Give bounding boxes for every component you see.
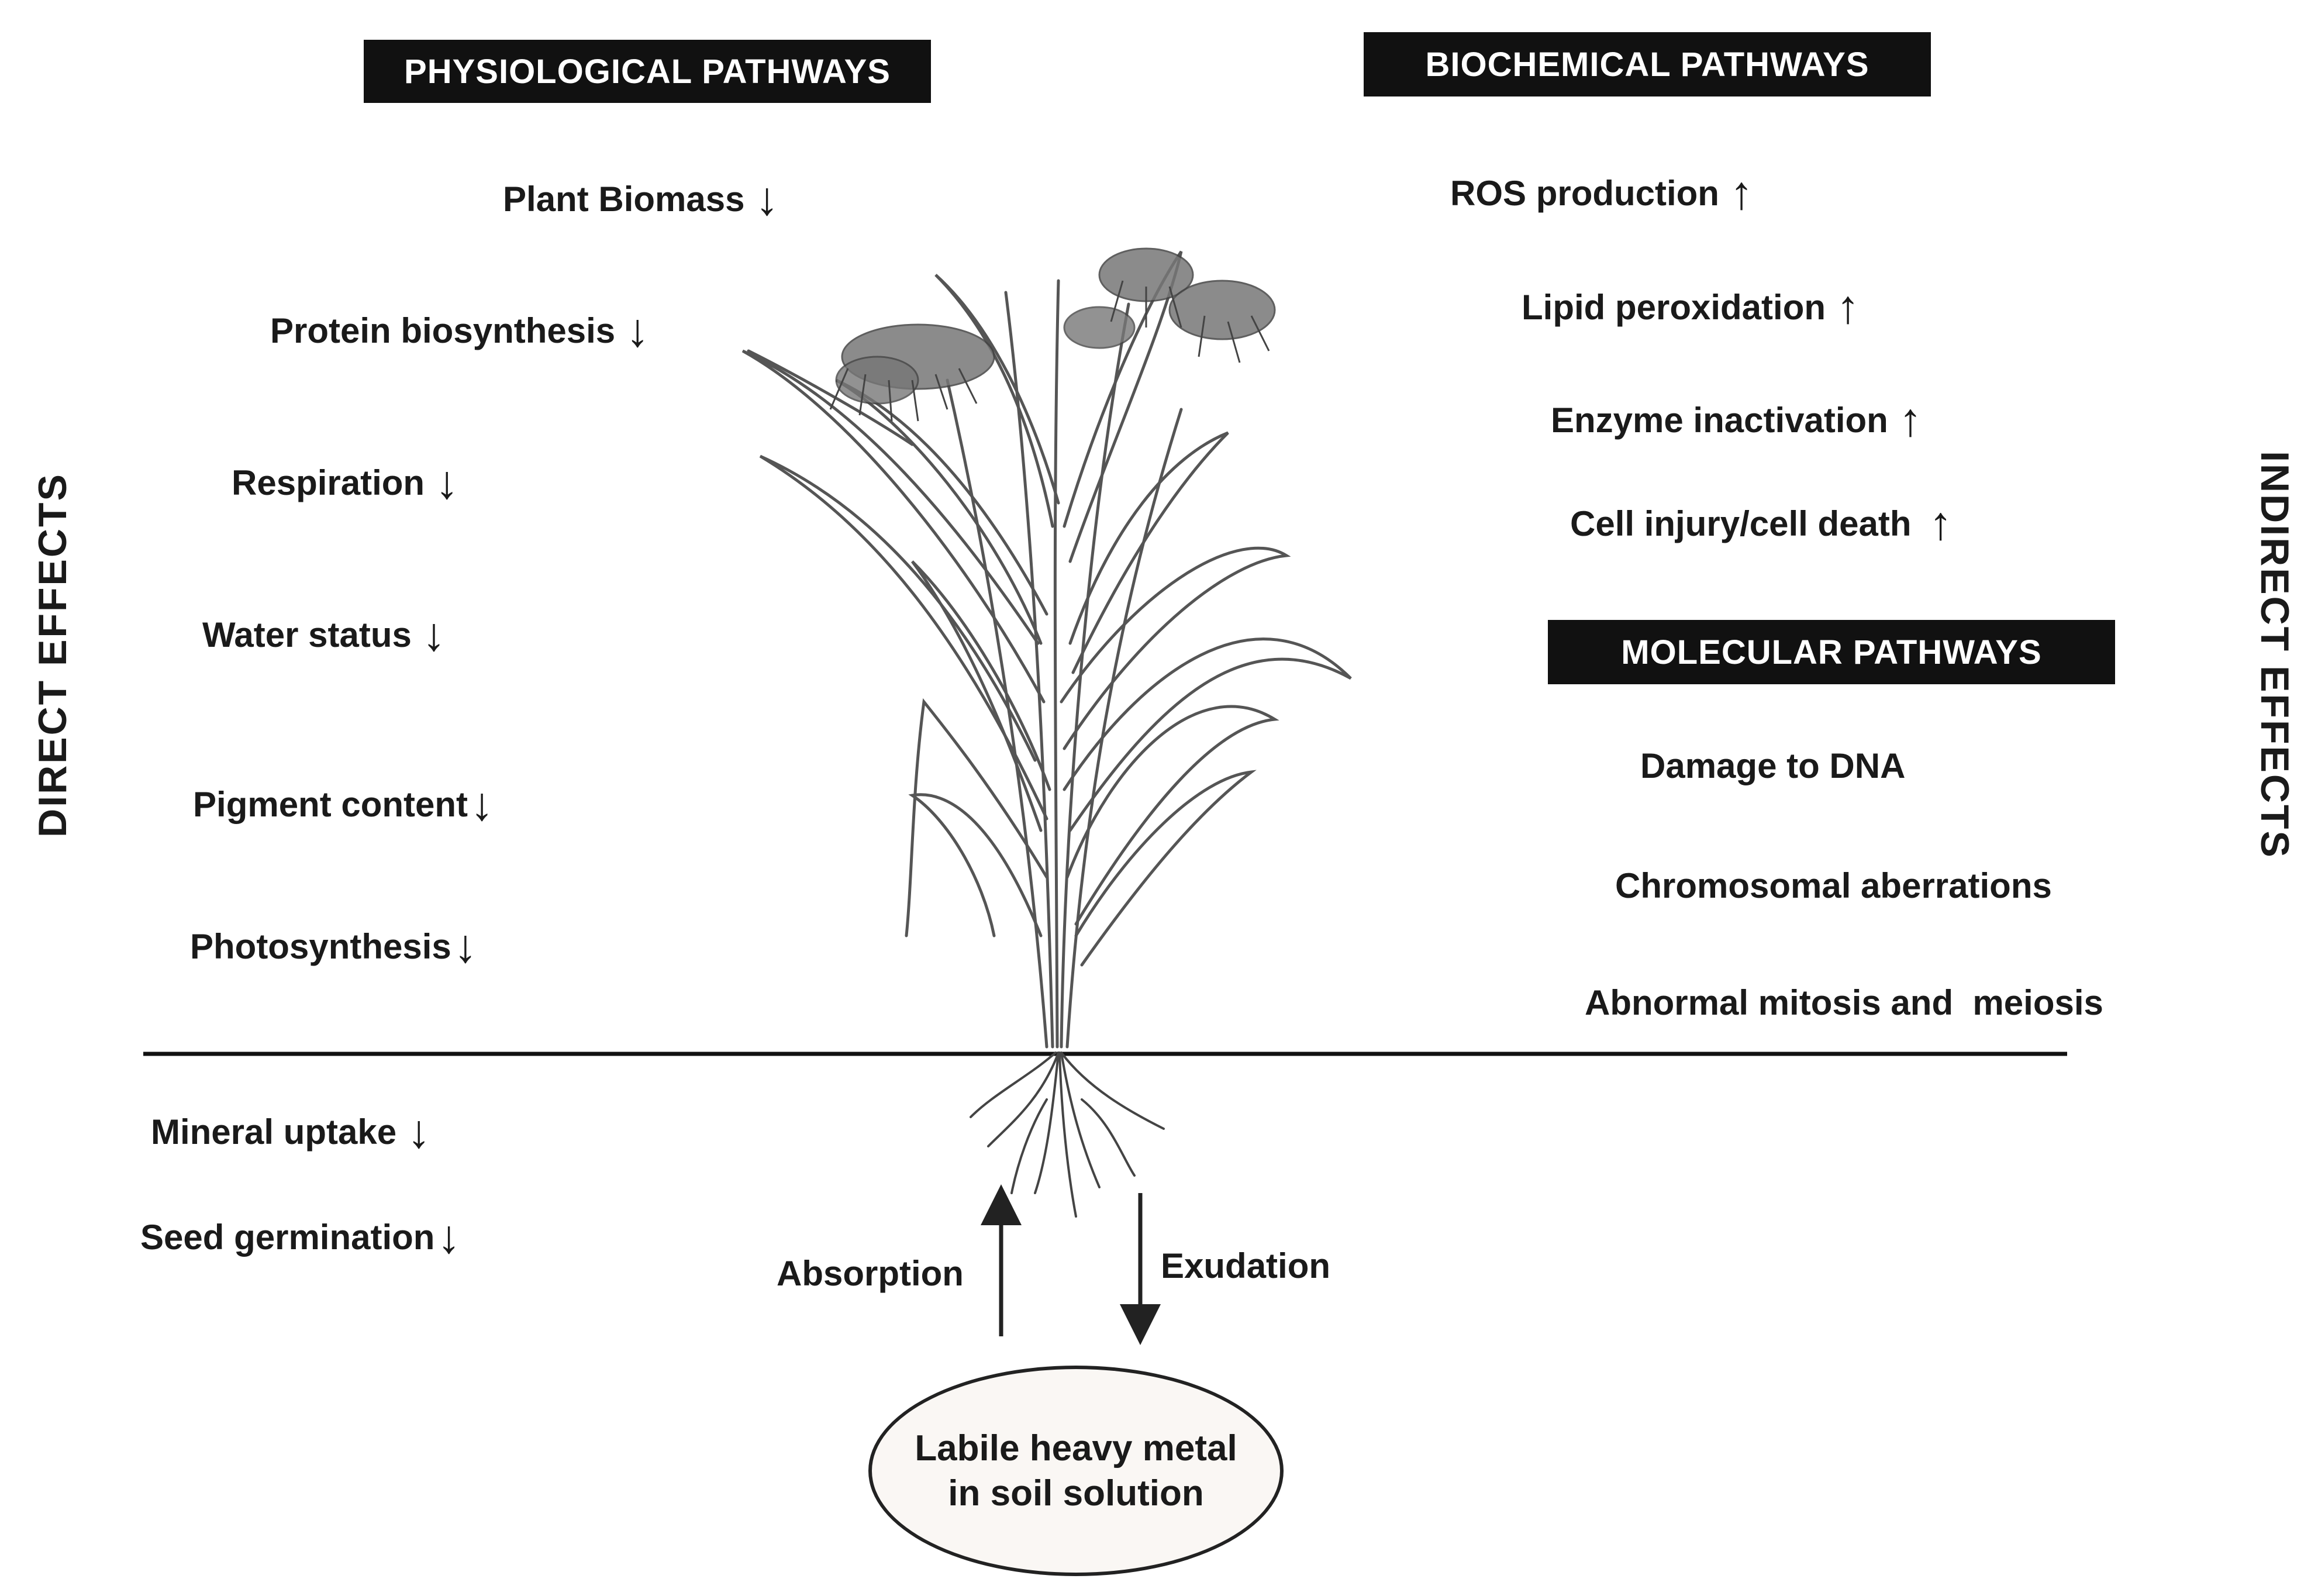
arrow-up-icon: ↑ [1729,167,1753,219]
item-label: Pigment content [193,784,468,824]
item-label: Protein biosynthesis [270,311,616,350]
item-label: Lipid peroxidation [1522,287,1826,327]
arrow-up-icon: ↑ [1836,281,1860,333]
source-line-1: Labile heavy metal [915,1428,1237,1469]
enzyme-inactivation-item: Enzyme inactivation ↑ [1551,397,1922,443]
damage-to-dna-item: Damage to DNA [1640,746,1906,785]
chromosomal-aberrations-item: Chromosomal aberrations [1615,866,2052,905]
item-label: Plant Biomass [503,179,745,219]
arrow-down-icon: ↓ [453,920,477,972]
source-line-2: in soil solution [948,1473,1204,1514]
lipid-peroxidation-item: Lipid peroxidation ↑ [1522,284,1860,330]
arrow-down-icon: ↓ [435,456,459,508]
abnormal-mitosis-meiosis-item: Abnormal mitosis and meiosis [1585,983,2103,1022]
plant-biomass-item: Plant Biomass ↓ [503,175,778,222]
seed-germination-item: Seed germination ↓ [140,1214,460,1260]
arrow-up-icon: ↑ [1929,497,1953,549]
protein-biosynthesis-item: Protein biosynthesis ↓ [270,307,649,354]
arrow-down-icon: ↓ [626,304,650,356]
item-label: Water status [202,615,412,654]
biochemical-pathways-header: BIOCHEMICAL PATHWAYS [1364,32,1931,96]
arrow-down-icon: ↓ [470,778,494,830]
arrow-down-icon: ↓ [407,1105,431,1157]
item-label: Enzyme inactivation [1551,400,1888,440]
arrow-down-icon: ↓ [422,608,446,660]
item-label: Seed germination [140,1217,435,1257]
photosynthesis-item: Photosynthesis ↓ [190,923,477,970]
labile-heavy-metal-node: Labile heavy metal in soil solution [868,1366,1284,1576]
exudation-label: Exudation [1161,1246,1331,1285]
ros-production-item: ROS production ↑ [1450,170,1753,216]
item-label: Photosynthesis [190,926,451,966]
arrow-up-icon: ↑ [1898,394,1922,446]
water-status-item: Water status ↓ [202,611,446,658]
mineral-uptake-item: Mineral uptake ↓ [151,1108,430,1155]
molecular-pathways-header: MOLECULAR PATHWAYS [1548,620,2115,684]
direct-effects-label: DIRECT EFFECTS [30,473,75,837]
indirect-effects-label: INDIRECT EFFECTS [2253,451,2297,859]
pigment-content-item: Pigment content ↓ [193,781,494,828]
arrow-down-icon: ↓ [755,173,779,225]
absorption-label: Absorption [777,1254,964,1293]
item-label: Mineral uptake [151,1112,397,1152]
item-label: ROS production [1450,173,1719,213]
item-label: Cell injury/cell death [1570,504,1912,543]
cell-injury-item: Cell injury/cell death ↑ [1570,500,1953,547]
physiological-pathways-header: PHYSIOLOGICAL PATHWAYS [364,40,931,103]
arrow-down-icon: ↓ [437,1211,461,1263]
item-label: Respiration [232,463,425,502]
respiration-item: Respiration ↓ [232,459,458,506]
